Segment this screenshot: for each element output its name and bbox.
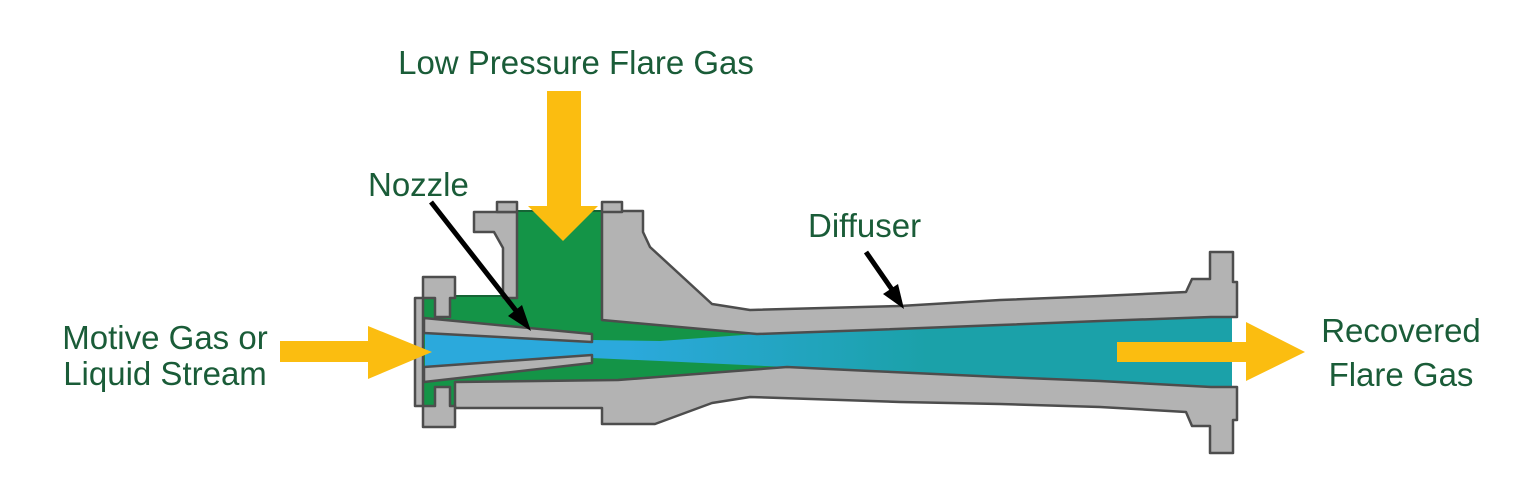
label-motive-line1: Motive Gas or — [62, 319, 267, 356]
inlet-flange-upper — [421, 275, 457, 319]
diffuser-body-lower — [453, 365, 1239, 455]
branch-flange-tab-right — [600, 200, 624, 214]
diffuser-body-upper — [600, 209, 1239, 336]
branch-flange-left — [472, 210, 519, 300]
inlet-flange-lower — [421, 385, 457, 429]
motive-stream — [425, 316, 1232, 387]
flare-gas-inlet-arrow — [528, 91, 598, 241]
label-diffuser: Diffuser — [808, 207, 921, 244]
branch-flange-tab-left — [495, 200, 519, 214]
label-nozzle: Nozzle — [368, 166, 469, 203]
label-motive-line2: Liquid Stream — [63, 355, 267, 392]
recovered-outlet-arrow — [1117, 322, 1305, 381]
label-recovered-line1: Recovered — [1321, 312, 1481, 349]
diffuser-pointer-arrow — [863, 250, 904, 309]
label-low-pressure-flare-gas: Low Pressure Flare Gas — [398, 44, 754, 81]
motive-inlet-arrow — [280, 326, 432, 379]
label-recovered-line2: Flare Gas — [1329, 356, 1474, 393]
nozzle-pointer-arrow — [429, 200, 531, 331]
